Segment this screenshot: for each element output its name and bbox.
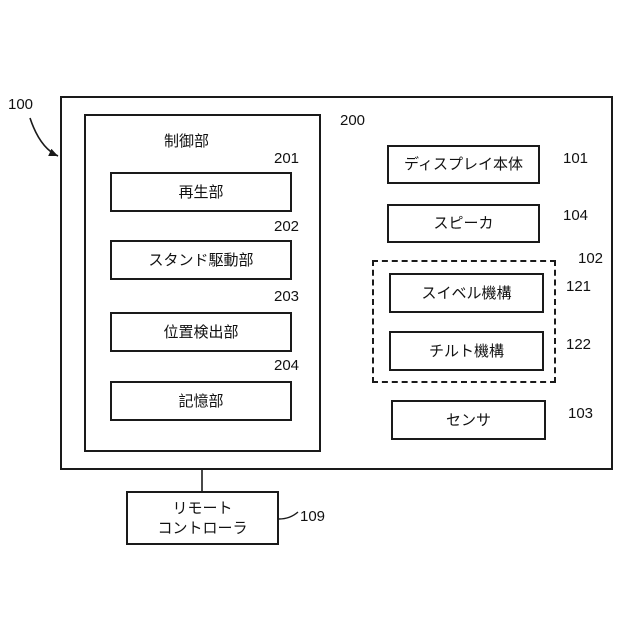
- ref-109: 109: [300, 508, 325, 525]
- ref-101: 101: [563, 150, 588, 167]
- ref-103: 103: [568, 405, 593, 422]
- stand-drive-unit: スタンド駆動部: [110, 240, 292, 280]
- sensor-block: センサ: [391, 400, 546, 440]
- display-body-block: ディスプレイ本体: [387, 145, 540, 184]
- speaker-label: スピーカ: [433, 213, 493, 233]
- remote-controller-label: リモート コントローラ: [157, 498, 247, 539]
- ref-201: 201: [274, 150, 299, 167]
- storage-unit: 記憶部: [110, 381, 292, 421]
- leader-109: [279, 512, 298, 519]
- leader-100: [30, 118, 58, 156]
- ref-202: 202: [274, 218, 299, 235]
- ref-122: 122: [566, 336, 591, 353]
- playback-unit-label: 再生部: [178, 182, 223, 202]
- ref-204: 204: [274, 357, 299, 374]
- tilt-mechanism-label: チルト機構: [429, 341, 504, 361]
- ref-121: 121: [566, 278, 591, 295]
- remote-controller-block: リモート コントローラ: [126, 491, 279, 545]
- ref-203: 203: [274, 288, 299, 305]
- storage-unit-label: 記憶部: [178, 391, 223, 411]
- ref-200: 200: [340, 112, 365, 129]
- tilt-mechanism-block: チルト機構: [389, 331, 544, 371]
- swivel-mechanism-block: スイベル機構: [389, 273, 544, 313]
- controller-title: 制御部: [164, 130, 209, 151]
- stand-drive-unit-label: スタンド駆動部: [148, 250, 253, 270]
- ref-100: 100: [8, 96, 33, 113]
- ref-104: 104: [563, 207, 588, 224]
- ref-102: 102: [578, 250, 603, 267]
- position-detection-unit: 位置検出部: [110, 312, 292, 352]
- playback-unit: 再生部: [110, 172, 292, 212]
- position-detection-unit-label: 位置検出部: [163, 322, 238, 342]
- swivel-mechanism-label: スイベル機構: [421, 283, 511, 303]
- display-body-label: ディスプレイ本体: [404, 154, 523, 174]
- sensor-label: センサ: [446, 410, 491, 430]
- speaker-block: スピーカ: [387, 204, 540, 243]
